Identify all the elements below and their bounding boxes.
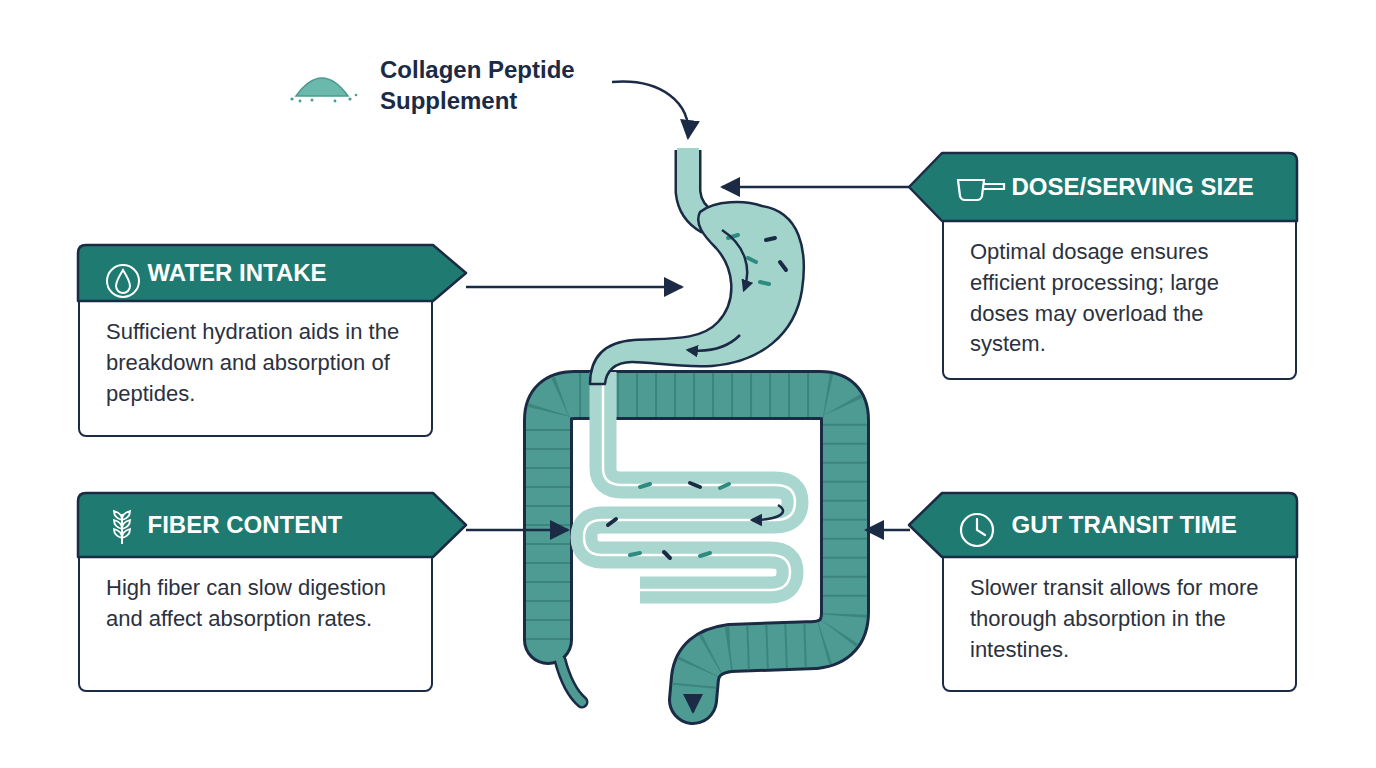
peptide-particle [630, 553, 640, 555]
powder-dot [348, 97, 351, 100]
callout-body: High fiber can slow digestion and affect… [106, 573, 411, 635]
powder-icon [296, 78, 348, 96]
exit-arrow [692, 700, 695, 712]
header-band [78, 493, 466, 557]
callout-body: Slower transit allows for more thorough … [970, 573, 1275, 665]
peptide-particle [728, 235, 738, 238]
colon [548, 395, 845, 700]
leader-arrow [866, 529, 910, 532]
callout-header: GUT TRANSIT TIME [909, 493, 1297, 557]
small-intestine [584, 372, 795, 590]
flow-arrow [722, 230, 747, 290]
header-band [78, 245, 466, 301]
intestine-lumen [584, 380, 795, 590]
callout-box: WATER INTAKE Sufficient hydration aids in… [78, 245, 433, 437]
callout-heading: FIBER CONTENT [148, 493, 343, 557]
peptide-particle [766, 238, 775, 240]
leader-arrow [466, 529, 568, 532]
callout-heading: GUT TRANSIT TIME [1012, 493, 1237, 557]
stomach [590, 202, 804, 384]
header-band [909, 153, 1297, 221]
supplement-label: Collagen Peptide Supplement [380, 54, 595, 116]
callout-body: Optimal dosage ensures efficient process… [970, 237, 1275, 360]
powder-dot [299, 100, 302, 103]
callout-heading: WATER INTAKE [148, 245, 327, 301]
peptide-particle [720, 484, 729, 488]
leader-arrow [612, 82, 688, 138]
esophagus-outline [688, 150, 708, 222]
callout-header: DOSE/SERVING SIZE [909, 153, 1297, 221]
peptide-particle [748, 258, 756, 262]
appendix [560, 660, 582, 702]
peptide-particle [608, 519, 616, 525]
peptide-particle [640, 484, 650, 487]
powder-dot [311, 99, 314, 102]
peptide-particle [780, 262, 786, 270]
callout-body: Sufficient hydration aids in the breakdo… [106, 317, 411, 409]
peptide-particle [760, 282, 769, 284]
callout-box: GUT TRANSIT TIME Slower transit allows fo… [942, 493, 1297, 692]
callout-heading: DOSE/SERVING SIZE [1012, 153, 1254, 221]
callout-header: WATER INTAKE [78, 245, 466, 301]
callout-box: DOSE/SERVING SIZE Optimal dosage ensures … [942, 153, 1297, 380]
powder-dot [355, 94, 358, 97]
esophagus [688, 148, 708, 222]
header-band [909, 493, 1297, 557]
colon-outline [548, 395, 845, 700]
leader-arrow [466, 286, 682, 289]
peptide-particle [690, 483, 700, 487]
powder-dot [290, 97, 293, 100]
appendix-outline [560, 660, 582, 702]
peptide-particle [700, 553, 710, 556]
callout-header: FIBER CONTENT [78, 493, 466, 557]
peptide-particle [664, 552, 670, 558]
flow-arrow [688, 335, 740, 351]
colon-folds [548, 395, 845, 700]
flow-arrow [752, 505, 783, 520]
callout-box: FIBER CONTENT High fiber can slow digesti… [78, 493, 433, 692]
leader-arrow [722, 186, 910, 189]
powder-dot [334, 100, 337, 103]
